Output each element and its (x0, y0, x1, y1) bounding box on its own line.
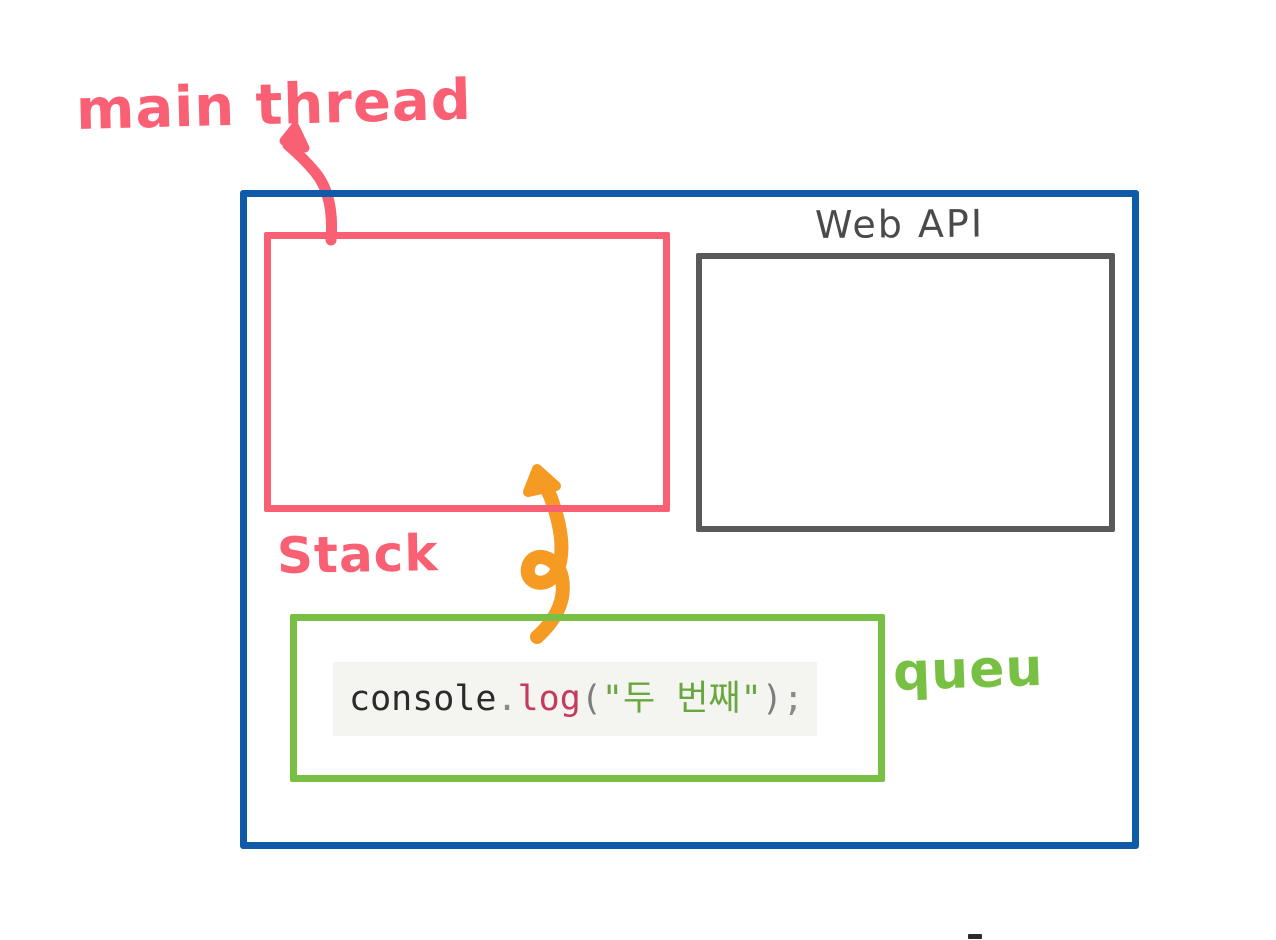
queue-label: queu (891, 637, 1045, 703)
main-thread-container (240, 190, 1139, 849)
code-token-open-paren: ( (580, 678, 602, 719)
callback-queue-box (290, 614, 885, 782)
code-token-string: "두 번째" (601, 678, 762, 719)
code-token-close-paren: ) (761, 678, 783, 719)
call-stack-box (264, 232, 670, 512)
code-token-function: log (517, 678, 581, 719)
code-token-dot: . (496, 678, 518, 719)
code-token-semicolon: ; (782, 678, 804, 719)
main-thread-label: main thread (75, 67, 473, 143)
code-snippet-block: console.log("두 번째"); (333, 662, 817, 736)
stack-label: Stack (276, 524, 440, 585)
queue-to-stack-arrow (520, 464, 570, 644)
stray-ink-mark (968, 934, 982, 939)
code-token-object: console (349, 678, 497, 719)
web-api-box (696, 253, 1115, 532)
web-api-label: Web API (814, 201, 985, 247)
main-thread-pointer-arrow (279, 122, 338, 246)
